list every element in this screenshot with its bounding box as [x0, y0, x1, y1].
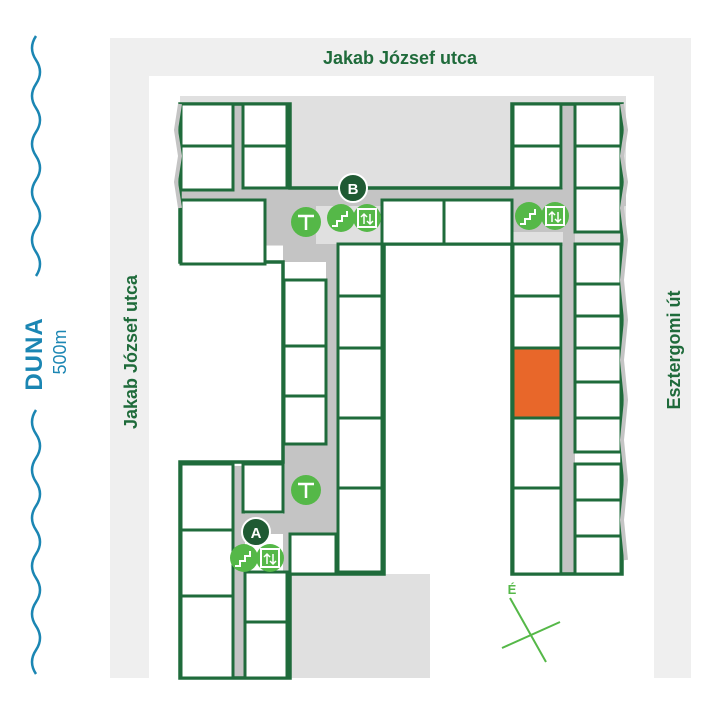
rooms-northwest [179, 102, 289, 266]
courtyard-lower [290, 574, 430, 678]
river-wave [30, 35, 42, 277]
rooms-west-wing [282, 242, 384, 576]
elevator-icon [256, 544, 284, 572]
river-distance: 500m [50, 329, 70, 374]
rooms-northeast [511, 102, 623, 234]
corridors [180, 104, 626, 678]
wall-zigzag-west [173, 103, 183, 209]
entrance-b-label: B [348, 181, 359, 198]
north-arrow: É [501, 582, 561, 663]
north-label: É [508, 582, 517, 597]
entrance-b-pin: B [338, 173, 368, 203]
elevator-icon [353, 204, 381, 232]
river-wave-lower [30, 409, 42, 675]
wall-zigzag-east [619, 103, 629, 561]
street-west-label: Jakab József utca [121, 274, 141, 429]
rooms-southwest [179, 462, 289, 680]
street-north-label: Jakab József utca [323, 48, 478, 68]
courtyard-center [384, 244, 512, 574]
rooms-east-wing [511, 242, 623, 576]
toilet-icon [291, 475, 321, 505]
courtyard-right-lower [430, 574, 626, 678]
highlighted-room [511, 346, 563, 420]
stairs-icon [515, 202, 543, 230]
courtyard-left [180, 246, 285, 466]
toilet-icon [291, 207, 321, 237]
rooms-north [380, 198, 514, 246]
stairs-icon [327, 204, 355, 232]
river-name: DUNA [21, 317, 48, 390]
entrance-a-label: A [251, 525, 262, 542]
street-east-label: Esztergomi út [664, 290, 684, 409]
elevator-icon [541, 202, 569, 230]
stairs-icon [230, 544, 258, 572]
entrance-a-pin: A [241, 517, 271, 547]
